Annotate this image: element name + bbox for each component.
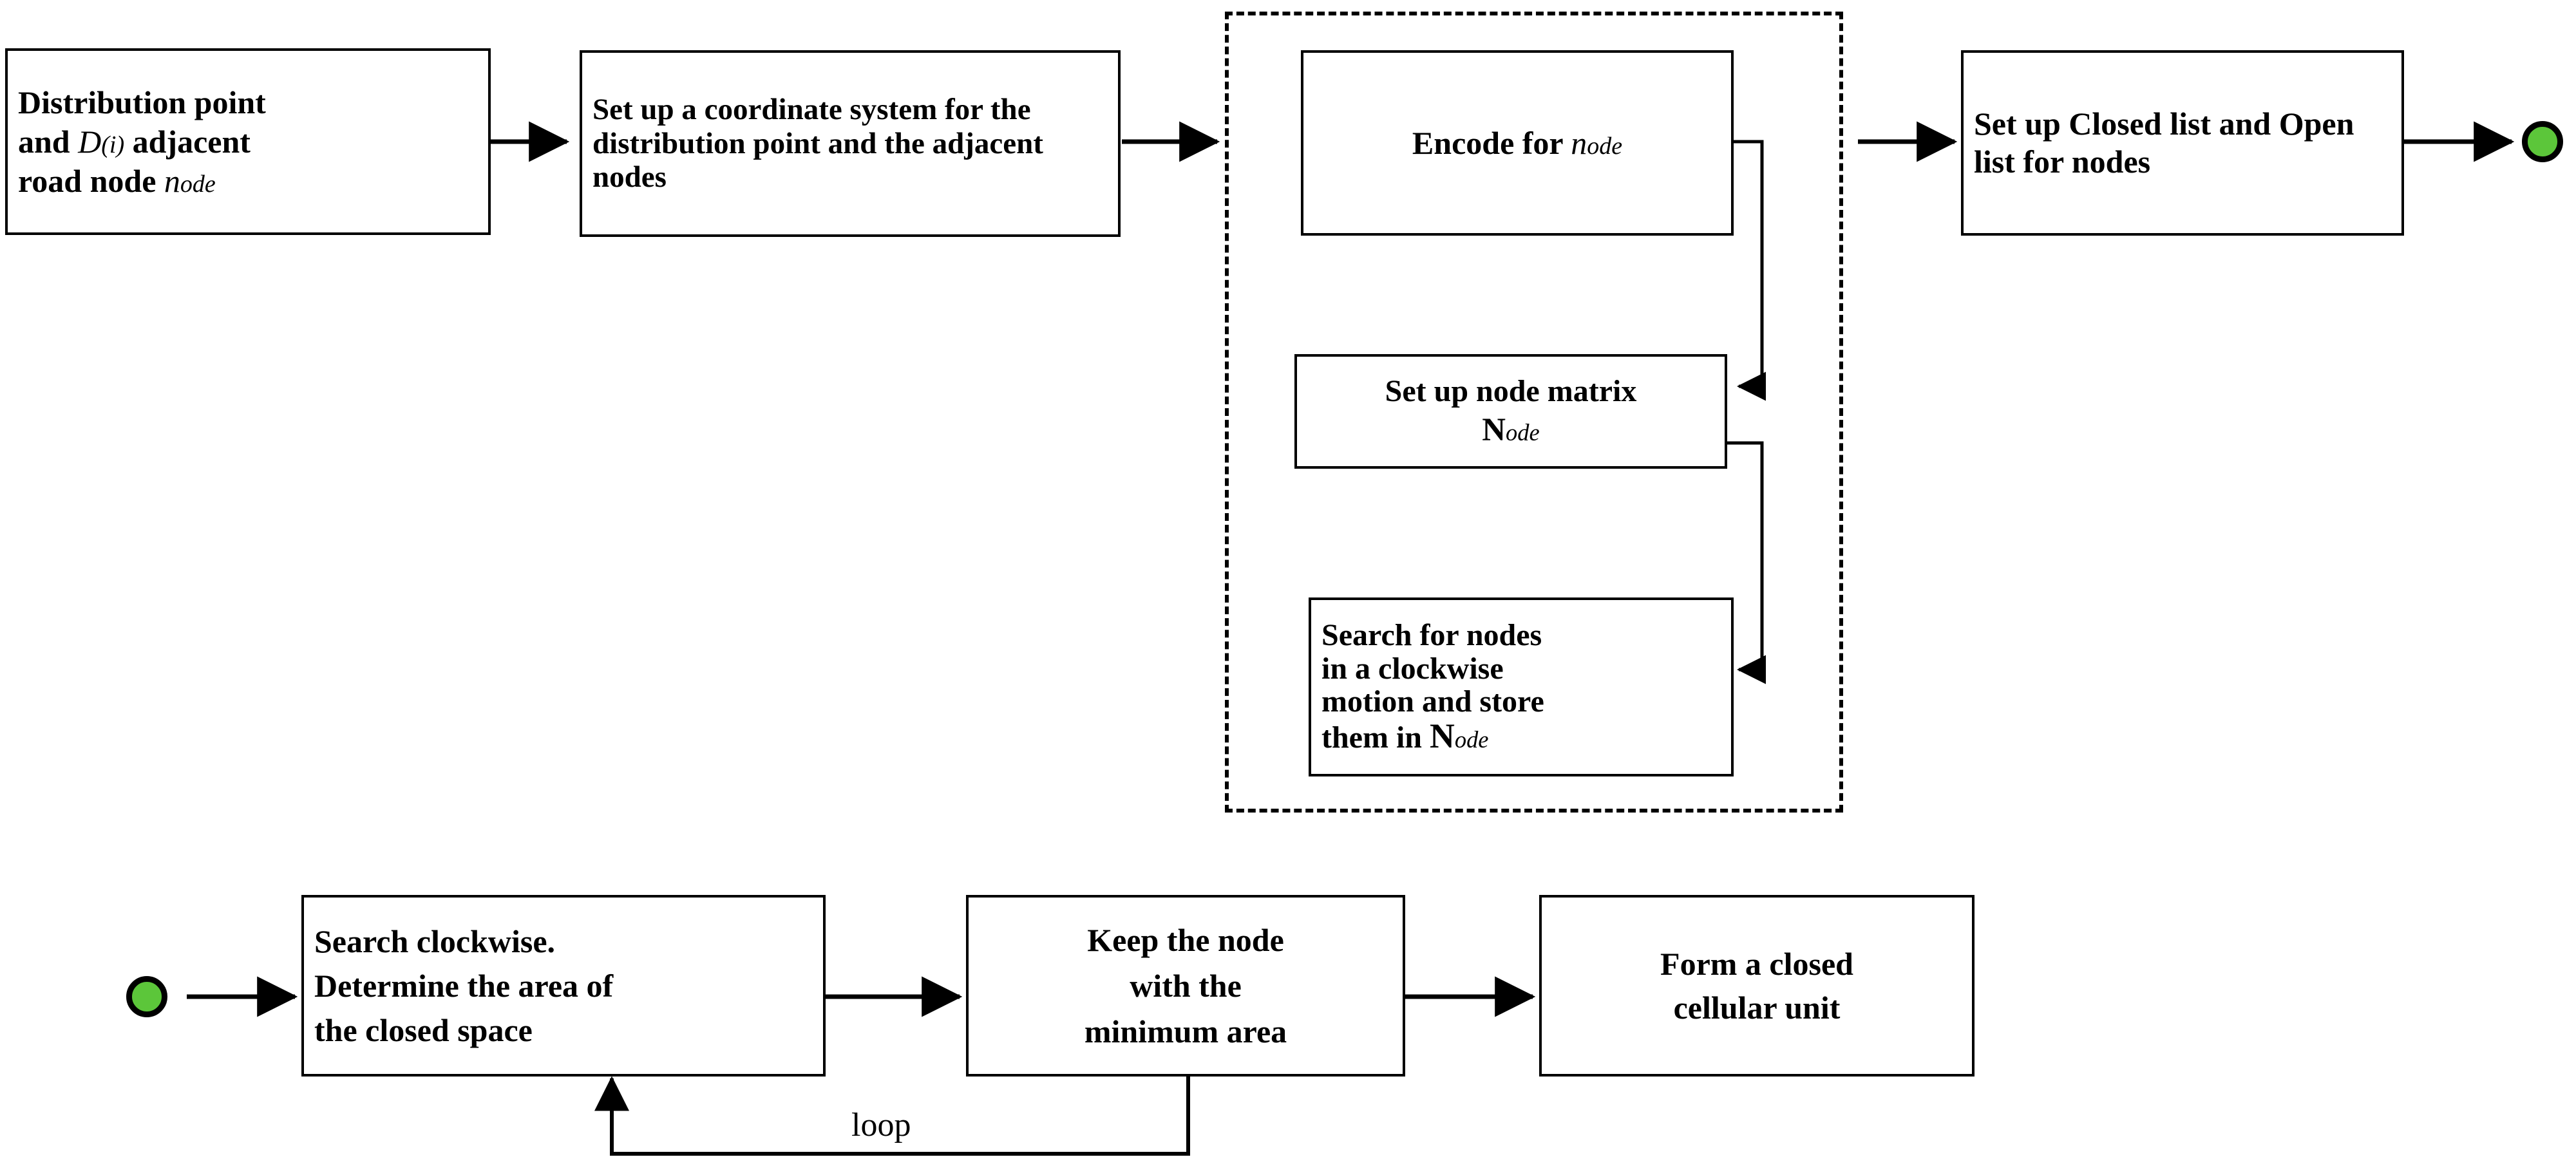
search-nodes-line-4-prefix: them in <box>1321 720 1430 755</box>
box-keep-min-area[interactable]: Keep the node with the minimum area <box>966 895 1405 1077</box>
terminator-node-bottom-left[interactable] <box>126 976 167 1017</box>
box-coordinate-system-text: Set up a coordinate system for the distr… <box>592 93 1043 194</box>
box-encode-node-text: Encode for node <box>1314 124 1721 163</box>
box-distribution-point[interactable]: Distribution point and D(i) adjacent roa… <box>5 48 491 235</box>
box-node-matrix[interactable]: Set up node matrix Node <box>1294 354 1727 469</box>
search-nodes-line-3: motion and store <box>1321 684 1544 719</box>
terminator-node-top-right[interactable] <box>2522 121 2563 162</box>
box-distribution-point-text: Distribution point and D(i) adjacent roa… <box>18 83 478 201</box>
keep-min-line-1: Keep the node <box>1087 921 1284 958</box>
symbol-n: n <box>164 162 180 199</box>
search-clockwise-line-2: Determine the area of <box>314 967 614 1004</box>
search-nodes-line-1: Search for nodes <box>1321 618 1542 653</box>
symbol-n-encode: n <box>1571 124 1587 161</box>
box-search-clockwise-text: Search clockwise. Determine the area of … <box>314 919 813 1053</box>
box-node-matrix-text: Set up node matrix Node <box>1307 373 1714 451</box>
search-clockwise-line-3: the closed space <box>314 1011 533 1048</box>
search-nodes-line-2: in a clockwise <box>1321 651 1504 686</box>
keep-min-line-2: with the <box>1130 967 1242 1004</box>
box-form-closed-unit-text: Form a closed cellular unit <box>1552 942 1962 1030</box>
symbol-n-encode-subscript: ode <box>1587 132 1623 160</box>
dashed-group-container <box>1225 12 1843 813</box>
encode-prefix: Encode for <box>1412 124 1571 161</box>
symbol-N-matrix: N <box>1482 412 1506 449</box>
form-unit-line-1: Form a closed <box>1660 946 1853 982</box>
edge-label-loop: loop <box>851 1107 911 1143</box>
box-search-nodes-text: Search for nodes in a clockwise motion a… <box>1321 619 1721 755</box>
box-closed-open-list[interactable]: Set up Closed list and Open list for nod… <box>1961 50 2404 236</box>
symbol-N-search: N <box>1430 717 1455 756</box>
keep-min-line-3: minimum area <box>1084 1013 1287 1049</box>
distribution-line-2-suffix: adjacent <box>124 123 251 160</box>
node-matrix-line-1: Set up node matrix <box>1385 373 1637 408</box>
box-form-closed-unit[interactable]: Form a closed cellular unit <box>1539 895 1975 1077</box>
distribution-line-2-prefix: and <box>18 123 79 160</box>
box-search-nodes[interactable]: Search for nodes in a clockwise motion a… <box>1309 597 1734 776</box>
box-encode-node[interactable]: Encode for node <box>1301 50 1734 236</box>
form-unit-line-2: cellular unit <box>1673 990 1841 1026</box>
symbol-N-search-subscript: ode <box>1454 726 1489 753</box>
search-clockwise-line-1: Search clockwise. <box>314 923 556 959</box>
box-coordinate-system[interactable]: Set up a coordinate system for the distr… <box>580 50 1121 237</box>
symbol-N-matrix-subscript: ode <box>1506 419 1540 446</box>
symbol-D: D <box>78 123 102 160</box>
symbol-n-subscript: ode <box>180 170 216 198</box>
box-keep-min-area-text: Keep the node with the minimum area <box>979 917 1392 1055</box>
box-closed-open-list-text: Set up Closed list and Open list for nod… <box>1974 106 2354 180</box>
distribution-line-1: Distribution point <box>18 84 266 120</box>
symbol-D-subscript: (i) <box>101 131 125 158</box>
box-search-clockwise[interactable]: Search clockwise. Determine the area of … <box>301 895 826 1077</box>
distribution-line-3-prefix: road node <box>18 162 164 199</box>
